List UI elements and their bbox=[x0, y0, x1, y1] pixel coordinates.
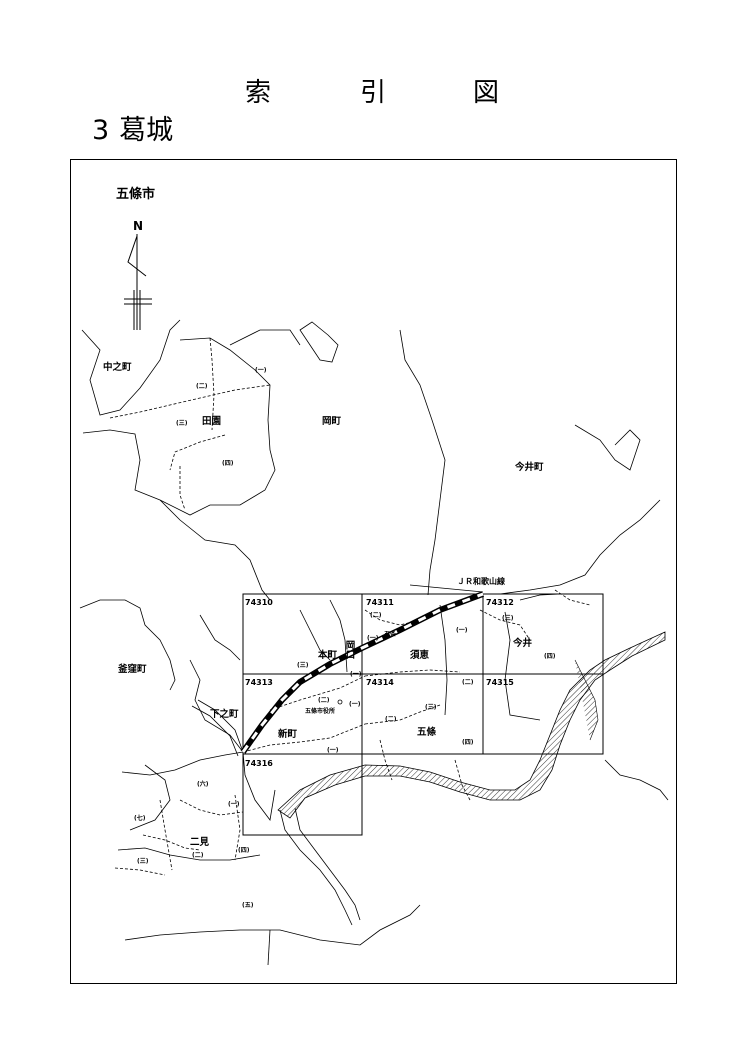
district-label: (七) bbox=[134, 814, 146, 822]
area-okacho: 岡町 bbox=[322, 416, 342, 427]
area-futami: 二見 bbox=[190, 837, 210, 848]
district-label: (三) bbox=[502, 615, 514, 622]
district-label: (二) bbox=[370, 612, 382, 619]
subtitle-number: 3 bbox=[92, 115, 110, 146]
district-label: (一) bbox=[255, 367, 267, 374]
district-label: (一) bbox=[456, 627, 468, 634]
rail-note: 五条 bbox=[384, 630, 397, 638]
sheet-74313: 74313 bbox=[245, 678, 273, 687]
map-frame bbox=[70, 159, 677, 984]
district-label: (一) bbox=[367, 635, 379, 642]
district-label: (二) bbox=[192, 852, 204, 859]
district-label: (一) bbox=[349, 701, 361, 708]
district-label: (三) bbox=[297, 662, 309, 669]
district-label: (四) bbox=[238, 847, 250, 854]
district-label: (一) bbox=[327, 747, 339, 754]
area-gojo: 五條 bbox=[417, 726, 437, 738]
north-arrow-icon bbox=[124, 234, 152, 330]
district-label: (一) bbox=[350, 671, 362, 678]
sheet-grid bbox=[242, 593, 604, 836]
area-honmachi: 本町 bbox=[318, 649, 338, 661]
area-shimonocho: 下之町 bbox=[210, 708, 239, 720]
area-imaicho: 今井町 bbox=[514, 461, 544, 473]
area-okaguchi: 岡口 bbox=[344, 640, 356, 660]
map-labels: 五條市 N 中之町 田園 岡町 今井町 釜窪町 下之町 本町 岡口 須恵 今井 … bbox=[103, 186, 556, 909]
district-label: (四) bbox=[462, 739, 474, 746]
area-imai: 今井 bbox=[512, 637, 533, 649]
district-label: (二) bbox=[385, 716, 397, 723]
district-label: (一) bbox=[228, 801, 240, 808]
district-label: (三) bbox=[176, 420, 188, 427]
jr-wakayama-line bbox=[240, 584, 485, 754]
area-tazono: 田園 bbox=[202, 416, 221, 427]
district-boundaries bbox=[109, 337, 591, 876]
sheet-74314: 74314 bbox=[366, 678, 394, 687]
area-shinmachi: 新町 bbox=[278, 728, 298, 740]
district-label: (三) bbox=[137, 858, 149, 865]
title-char-3: 図 bbox=[473, 78, 500, 108]
area-suge: 須恵 bbox=[409, 649, 430, 661]
district-label: (三) bbox=[425, 704, 437, 711]
subtitle-text: 葛城 bbox=[119, 115, 174, 146]
city-hall-icon bbox=[337, 699, 343, 705]
north-label: N bbox=[133, 219, 143, 233]
district-label: (四) bbox=[544, 653, 556, 660]
river bbox=[191, 631, 666, 926]
sheet-74312: 74312 bbox=[486, 598, 514, 607]
rail-line-label: ＪＲ和歌山線 bbox=[457, 576, 505, 586]
district-label: (二) bbox=[462, 679, 474, 686]
title-char-1: 索 bbox=[245, 78, 272, 108]
district-label: (四) bbox=[222, 460, 234, 467]
city-hall-label: 五條市役所 bbox=[305, 707, 335, 715]
sheet-74316: 74316 bbox=[245, 759, 273, 768]
page-subtitle: 3 葛城 bbox=[92, 108, 173, 147]
district-label: (二) bbox=[196, 383, 208, 390]
area-nakanocho: 中之町 bbox=[103, 361, 132, 373]
title-char-2: 引 bbox=[360, 78, 387, 108]
district-label: (二) bbox=[318, 697, 330, 704]
area-kamakubocho: 釜窪町 bbox=[117, 663, 147, 675]
sheet-74311: 74311 bbox=[366, 598, 394, 607]
sheet-74315: 74315 bbox=[486, 678, 514, 687]
sheet-74310: 74310 bbox=[245, 598, 273, 607]
district-label: (五) bbox=[242, 902, 254, 909]
district-label: (六) bbox=[197, 780, 209, 788]
city-label: 五條市 bbox=[116, 186, 155, 202]
